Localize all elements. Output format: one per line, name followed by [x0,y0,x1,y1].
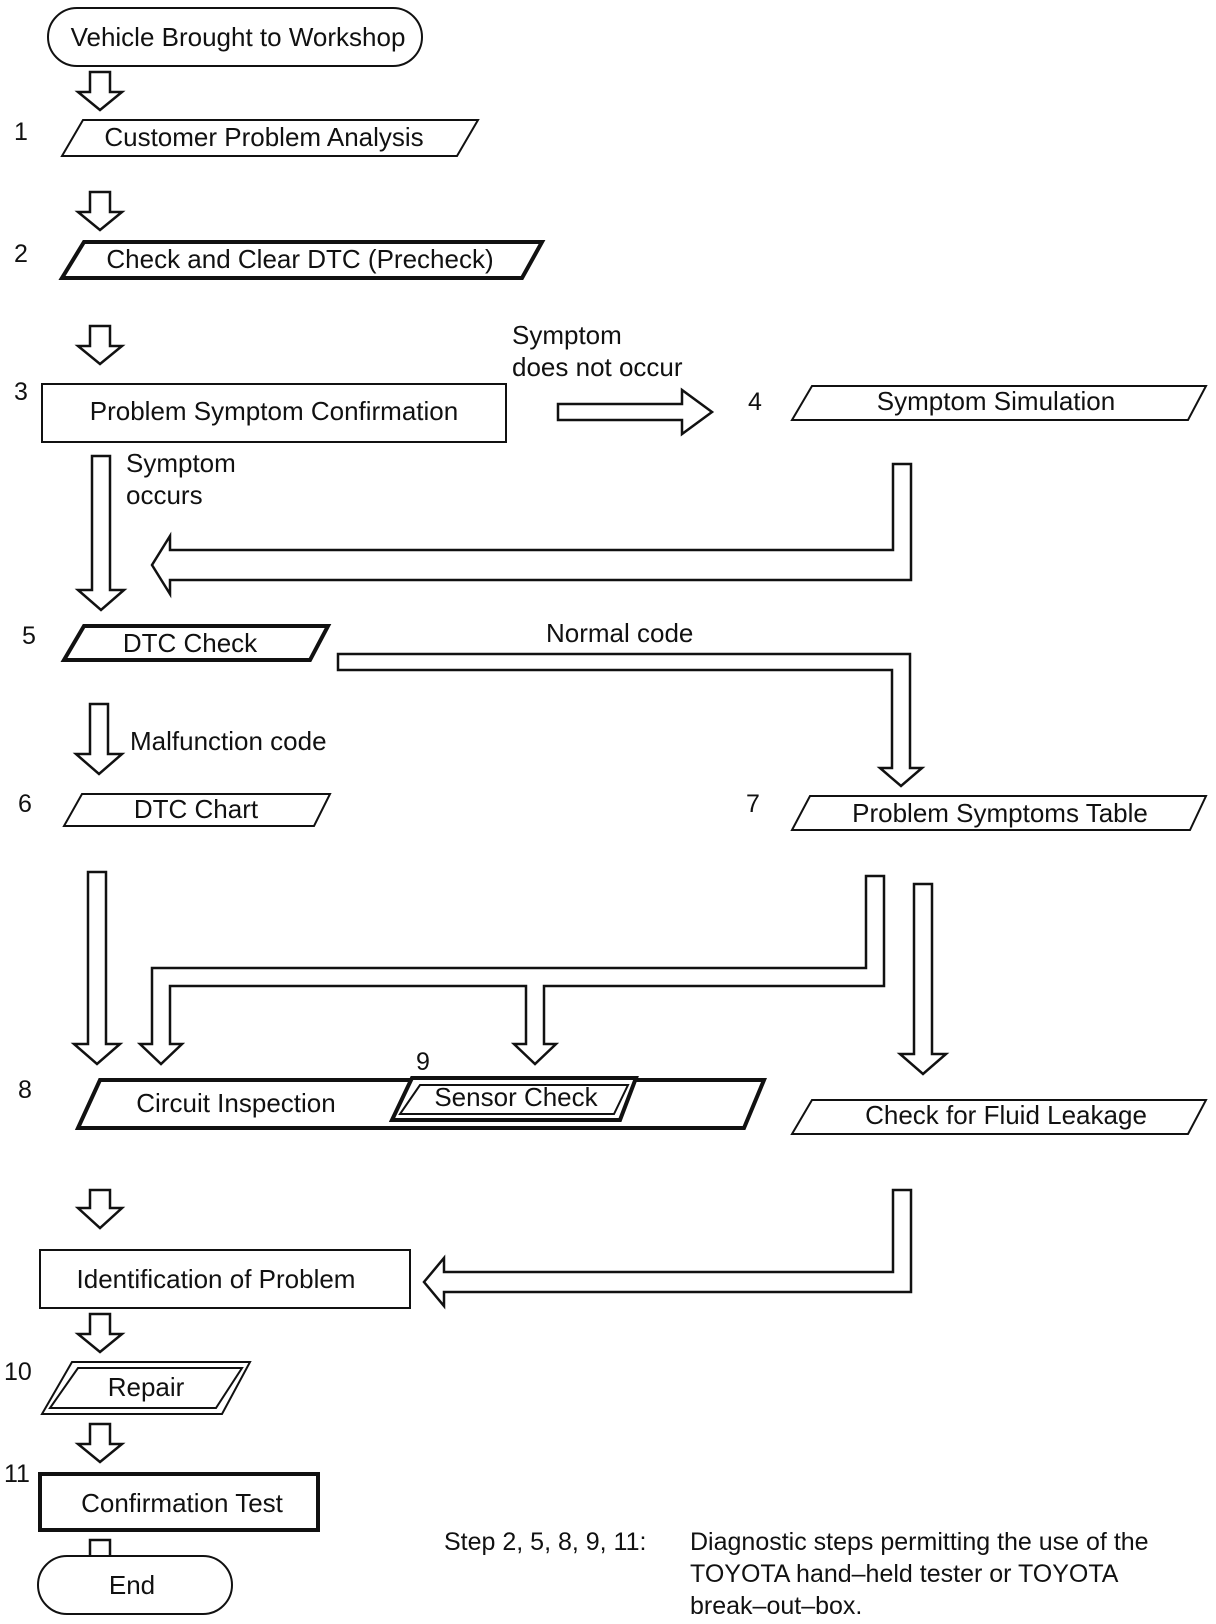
note-line-1: Diagnostic steps permitting the use of t… [690,1528,1149,1556]
flow-arrow [336,652,926,788]
step-number: 9 [416,1048,430,1076]
step-4-box [790,385,1208,421]
note-prefix: Step 2, 5, 8, 9, 11: [444,1528,646,1556]
step-5-box [60,624,332,662]
step-1-box [60,119,480,157]
note-line-2: TOYOTA hand–held tester or TOYOTA [690,1560,1119,1588]
identification-box [39,1249,411,1309]
edge-label-normal-code: Normal code [546,618,693,648]
step-9-label: Sensor Check [434,1082,598,1112]
step-number: 3 [14,378,28,406]
step-7-label: Problem Symptoms Table [852,798,1148,828]
step-number: 11 [4,1460,30,1488]
start-label: Vehicle Brought to Workshop [71,22,406,52]
step-10-box-inner [48,1367,244,1409]
edge-label-malfunction-code: Malfunction code [130,726,327,756]
flow-arrow [556,387,715,437]
note-line-3: break–out–box. [690,1592,862,1620]
step-number: 1 [14,118,28,146]
edge-label-occurs: occurs [126,480,203,510]
end-terminal [37,1555,233,1615]
step-11-box [38,1472,320,1532]
flow-arrow [422,1188,913,1310]
flow-arrow [74,190,126,232]
step-number: 7 [746,790,760,818]
flow-arrow [74,1422,126,1464]
step-11-label: Confirmation Test [81,1488,284,1518]
flow-arrow [70,870,124,1066]
step-7-box [790,795,1208,831]
step-4-label: Symptom Simulation [877,386,1115,416]
flow-arrow [896,882,950,1076]
flow-arrow [150,462,913,599]
step-number: 10 [4,1358,32,1386]
flow-arrow [74,454,128,612]
step-number: 6 [18,790,32,818]
edge-label-not-occur: does not occur [512,352,683,382]
edge-label-not-occur: Symptom [512,320,622,350]
step-2-box [58,240,546,280]
flow-arrow [72,702,126,776]
edge-label-occurs: Symptom [126,448,236,478]
flow-arrow [136,874,886,1066]
step-9-box-inner [398,1084,630,1115]
step-2-label: Check and Clear DTC (Precheck) [106,244,493,274]
start-terminal [47,7,423,67]
end-label: End [109,1570,155,1600]
identification-label: Identification of Problem [77,1264,356,1294]
step-8-label: Circuit Inspection [136,1088,335,1118]
flow-arrow [74,1188,126,1230]
step-10-label: Repair [108,1372,185,1402]
flow-arrow [74,70,126,112]
step-1-label: Customer Problem Analysis [104,122,423,152]
step-number: 8 [18,1076,32,1104]
step-number: 2 [14,240,28,268]
fluid-leakage-box [790,1099,1208,1135]
step-5-label: DTC Check [123,628,258,658]
step-6-box [62,793,332,827]
step-3-box [41,383,507,443]
step-6-label: DTC Chart [134,794,259,824]
flow-arrow [74,324,126,366]
flow-arrow [74,1312,126,1354]
step-number: 4 [748,388,762,416]
step-number: 5 [22,622,36,650]
step-3-label: Problem Symptom Confirmation [90,396,458,426]
fluid-leakage-label: Check for Fluid Leakage [865,1100,1147,1130]
